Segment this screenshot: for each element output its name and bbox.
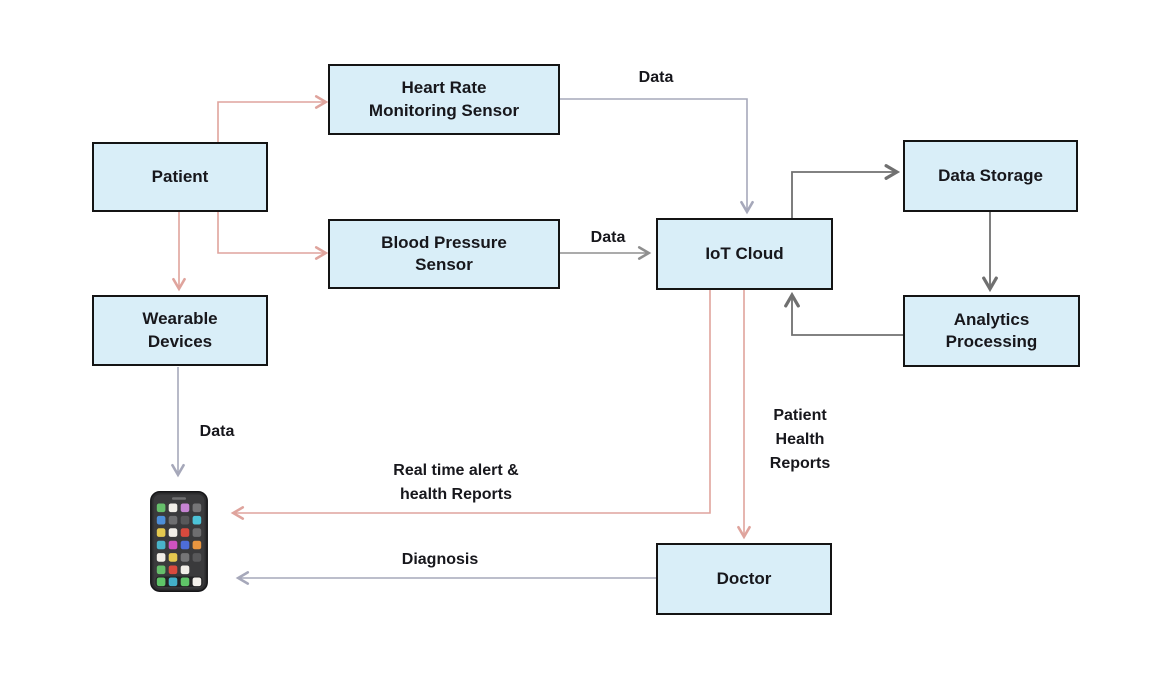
edge-cloud-to-data-storage: [791, 164, 901, 218]
edge-label-data-blood-pressure: Data: [590, 229, 626, 246]
edge-patient-to-blood-pressure: [217, 212, 329, 260]
node-blood-pressure-sensor: Blood Pressure Sensor: [328, 219, 560, 289]
node-patient: Patient: [92, 142, 268, 212]
node-iot-cloud: IoT Cloud: [656, 218, 833, 290]
edge-label-realtime-alert: Real time alert & health Reports: [393, 462, 519, 503]
node-analytics-processing: Analytics Processing: [903, 295, 1080, 367]
edge-label-data-heart-rate: Data: [638, 69, 674, 86]
edge-cloud-to-phone: [230, 290, 711, 520]
edge-label-patient-health-reports: Patient Health Reports: [769, 407, 831, 472]
node-heart-rate-sensor: Heart Rate Monitoring Sensor: [328, 64, 560, 135]
node-doctor: Doctor: [656, 543, 832, 615]
node-data-storage: Data Storage: [903, 140, 1078, 212]
node-wearable-devices: Wearable Devices: [92, 295, 268, 366]
smartphone-icon: [150, 491, 208, 592]
edge-analytics-to-cloud: [784, 291, 903, 336]
edge-heart-rate-to-cloud: [560, 98, 754, 215]
edge-patient-to-heart-rate: [217, 95, 329, 142]
edge-label-data-wearable: Data: [199, 423, 235, 440]
edge-label-diagnosis: Diagnosis: [401, 551, 479, 568]
